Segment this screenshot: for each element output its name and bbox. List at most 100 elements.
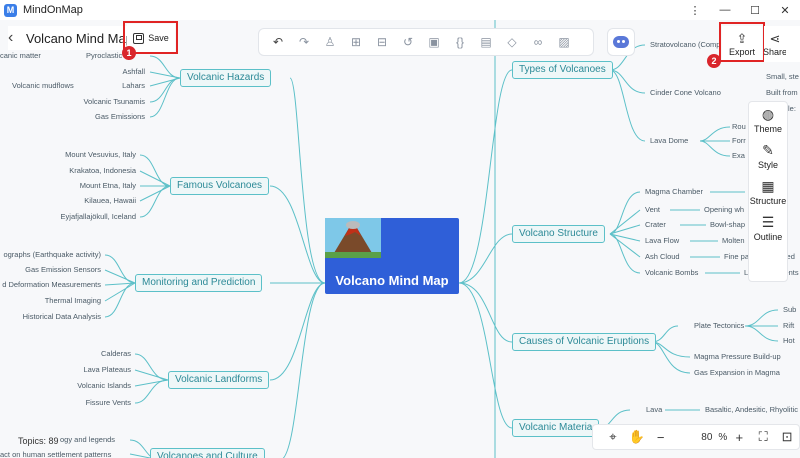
leaf-detail[interactable]: Molten (722, 236, 745, 245)
leaf-lava-flow[interactable]: Lava Flow (645, 236, 680, 245)
leaf-mount-vesuvius[interactable]: Mount Vesuvius, Italy (65, 150, 136, 159)
leaf-eyjafjallajokull[interactable]: Eyjafjallajökull, Iceland (60, 212, 136, 221)
leaf-ash-cloud[interactable]: Ash Cloud (645, 252, 680, 261)
leaf-detail[interactable]: Built from (766, 88, 798, 97)
central-topic[interactable]: Volcano Mind Map (325, 218, 459, 294)
undo-icon[interactable]: ↶ (272, 35, 284, 49)
add-sibling-icon[interactable]: ⊟ (376, 35, 388, 49)
branch-volcanic-materials[interactable]: Volcanic Materia (512, 419, 600, 437)
style-button[interactable]: ✎ Style (758, 143, 778, 170)
leaf-kilauea[interactable]: Kilauea, Hawaii (84, 196, 136, 205)
back-arrow-icon[interactable]: ‹ (8, 29, 14, 46)
leaf-settlement[interactable]: act on human settlement patterns (0, 450, 112, 458)
note-icon[interactable]: ▤ (480, 35, 492, 49)
leaf-lahars[interactable]: Lahars (122, 81, 145, 90)
leaf-lava-dome[interactable]: Lava Dome (650, 136, 689, 145)
leaf-krakatoa[interactable]: Krakatoa, Indonesia (69, 166, 136, 175)
leaf-fissure-vents[interactable]: Fissure Vents (85, 398, 131, 407)
mindmap-canvas[interactable]: Volcanic Hazards canic matter Pyroclasti… (0, 20, 800, 458)
branch-volcanic-landforms[interactable]: Volcanic Landforms (168, 371, 270, 389)
redo-icon[interactable]: ↷ (298, 35, 310, 49)
leaf-text[interactable]: Volcanic mudflows (12, 81, 74, 90)
zoom-out-button[interactable]: − (656, 429, 665, 445)
link-icon[interactable]: ∞ (533, 35, 543, 49)
export-button[interactable]: ⇪ Export (722, 26, 762, 62)
branch-monitoring-prediction[interactable]: Monitoring and Prediction (135, 274, 263, 292)
leaf-magma-pressure[interactable]: Magma Pressure Build-up (694, 352, 781, 361)
leaf-text[interactable]: canic matter (0, 51, 41, 60)
leaf-crater[interactable]: Crater (645, 220, 666, 229)
leaf-vent[interactable]: Vent (645, 205, 661, 214)
image-icon[interactable]: ▨ (558, 35, 570, 49)
leaf-magma-chamber[interactable]: Magma Chamber (645, 187, 703, 196)
theme-button[interactable]: ◍ Theme (753, 107, 782, 134)
leaf-seismographs[interactable]: ographs (Earthquake activity) (3, 250, 101, 259)
leaf-text[interactable]: Pyroclastic (86, 51, 123, 60)
leaf-cinder-cone[interactable]: Cinder Cone Volcano (650, 88, 721, 97)
structure-button[interactable]: ▦ Structure (750, 179, 787, 206)
branch-types-of-volcanoes[interactable]: Types of Volcanoes (512, 61, 613, 79)
leaf-detail[interactable]: Small, ste (766, 72, 799, 81)
leaf-deformation[interactable]: d Deformation Measurements (2, 280, 101, 289)
leaf-thermal-imaging[interactable]: Thermal Imaging (44, 296, 101, 305)
branch-causes-eruptions[interactable]: Causes of Volcanic Eruptions (512, 333, 657, 351)
leaf-stratovolcano[interactable]: Stratovolcano (Comp (650, 40, 721, 49)
brace-icon[interactable]: {} (455, 35, 464, 49)
leaf-gas-sensors[interactable]: Gas Emission Sensors (25, 265, 101, 274)
format-painter-icon[interactable]: ♙ (324, 35, 336, 49)
zoom-level: 80 (701, 431, 713, 443)
leaf-calderas[interactable]: Calderas (100, 349, 131, 358)
save-button[interactable]: Save (127, 24, 175, 52)
leaf-volcanic-bombs[interactable]: Volcanic Bombs (645, 268, 699, 277)
leaf-volcanic-islands[interactable]: Volcanic Islands (77, 381, 131, 390)
theme-label: Theme (753, 124, 782, 134)
outline-button[interactable]: ☰ Outline (754, 215, 783, 242)
maximize-button[interactable]: ☐ (750, 4, 760, 17)
export-icon: ⇪ (736, 30, 748, 46)
document-title[interactable]: Volcano Mind Map (26, 30, 133, 46)
leaf-detail[interactable]: Sub (783, 305, 797, 314)
leaf-detail[interactable]: Hot (783, 336, 795, 345)
fit-screen-icon[interactable]: ⛶ (758, 429, 768, 444)
add-child-icon[interactable]: ⊞ (350, 35, 362, 49)
close-button[interactable]: ✕ (780, 4, 790, 17)
share-button[interactable]: ⋖ Share (764, 26, 786, 62)
fullscreen-icon[interactable]: ⊡ (781, 429, 793, 444)
leaf-gas-emissions[interactable]: Gas Emissions (94, 112, 145, 121)
leaf-mythology[interactable]: ogy and legends (60, 435, 116, 444)
locate-center-icon[interactable]: ⌖ (609, 429, 617, 444)
connector-lines (104, 20, 779, 458)
leaf-detail[interactable]: le: (788, 104, 796, 113)
branch-famous-volcanoes[interactable]: Famous Volcanoes (170, 177, 270, 195)
ai-assistant-button[interactable] (607, 28, 635, 56)
pin-icon[interactable]: ⋮ (689, 4, 701, 17)
branch-volcanic-hazards[interactable]: Volcanic Hazards (180, 69, 272, 87)
leaf-detail[interactable]: Rift (783, 321, 795, 330)
tag-icon[interactable]: ◇ (507, 35, 517, 49)
leaf-detail[interactable]: Forr (732, 136, 746, 145)
header-edge (786, 26, 800, 62)
leaf-detail[interactable]: Opening wh (704, 205, 745, 214)
branch-volcanoes-culture[interactable]: Volcanoes and Culture (150, 448, 265, 458)
leaf-lava[interactable]: Lava (646, 405, 663, 414)
document-header: ‹ Volcano Mind Map (8, 26, 133, 50)
leaf-volcanic-tsunamis[interactable]: Volcanic Tsunamis (83, 97, 145, 106)
leaf-gas-expansion[interactable]: Gas Expansion in Magma (694, 368, 780, 377)
leaf-ashfall[interactable]: Ashfall (122, 67, 145, 76)
topics-count: 89 (48, 436, 59, 446)
leaf-historical-data[interactable]: Historical Data Analysis (22, 312, 101, 321)
zoom-in-button[interactable]: + (735, 429, 744, 445)
summary-icon[interactable]: ▣ (428, 35, 440, 49)
leaf-plate-tectonics[interactable]: Plate Tectonics (694, 321, 745, 330)
hand-pan-icon[interactable]: ✋ (628, 429, 645, 444)
branch-volcano-structure[interactable]: Volcano Structure (512, 225, 605, 243)
relation-icon[interactable]: ↺ (402, 35, 414, 49)
leaf-lava-plateaus[interactable]: Lava Plateaus (83, 365, 131, 374)
leaf-mount-etna[interactable]: Mount Etna, Italy (79, 181, 136, 190)
leaf-detail[interactable]: Bowl-shap (710, 220, 746, 229)
leaf-detail[interactable]: Rou (732, 122, 746, 131)
minimize-button[interactable]: — (719, 4, 731, 16)
zoom-unit: % (718, 431, 728, 443)
leaf-detail[interactable]: Basaltic, Andesitic, Rhyolitic (705, 405, 798, 414)
leaf-detail[interactable]: Exa (732, 151, 745, 160)
